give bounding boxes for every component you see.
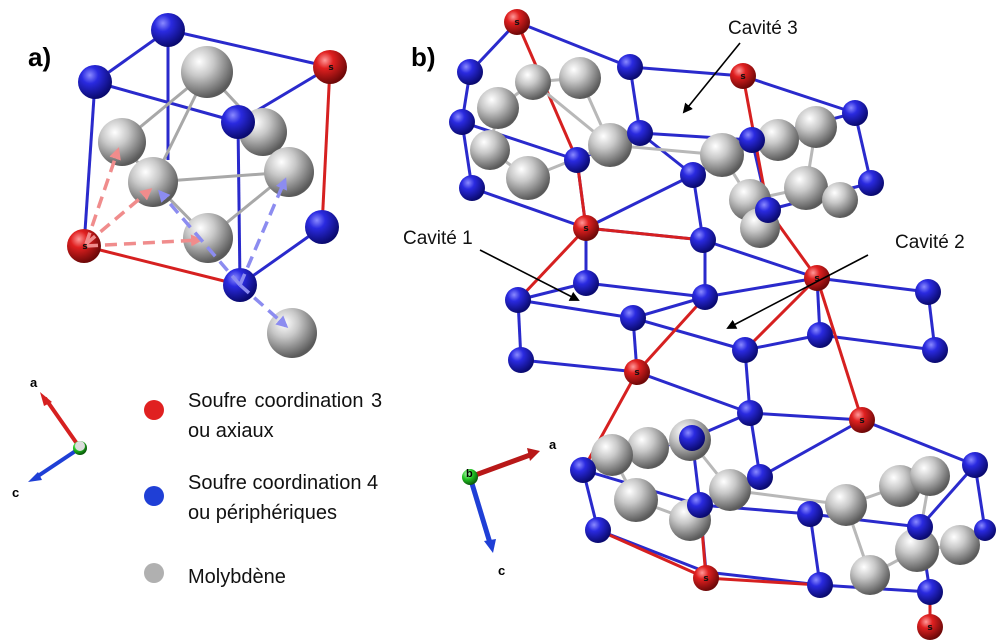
panel-b-structure: s s s s s s s s (449, 9, 996, 640)
panel-a-s-labels: s s (82, 63, 333, 252)
panel-a-bonds-red (83, 66, 332, 287)
cavity-2-label: Cavité 2 (895, 232, 965, 253)
panel-b-s-axial (504, 9, 943, 640)
svg-text:s: s (703, 574, 708, 584)
cavity-3-arrow (682, 42, 741, 114)
cavity-1-label: Cavité 1 (403, 228, 473, 249)
cavity-3-label: Cavité 3 (728, 18, 798, 39)
cavity-arrows (479, 42, 869, 329)
svg-text:s: s (328, 63, 333, 73)
svg-text:s: s (82, 242, 87, 252)
grey-dot-icon (144, 563, 164, 583)
panel-a-label: a) (28, 42, 52, 72)
svg-text:s: s (814, 274, 819, 284)
left-axis-c-label: c (12, 485, 20, 500)
svg-text:s: s (859, 416, 864, 426)
svg-text:s: s (583, 224, 588, 234)
svg-text:s: s (740, 72, 745, 82)
svg-text:s: s (927, 623, 932, 633)
red-dot-icon (144, 400, 164, 420)
cavity-2-arrow (726, 254, 869, 329)
axes-triad-left (28, 392, 87, 482)
panel-a-axial-arrows (84, 147, 203, 248)
right-axis-c-label: c (498, 563, 506, 578)
right-axis-a-label: a (549, 437, 557, 452)
cavity-1-arrow (479, 249, 580, 301)
panel-b-bonds-red (515, 21, 932, 627)
right-axis-b-label: b (466, 468, 473, 480)
panel-a-s-axial (67, 50, 347, 263)
panel-b-label: b) (411, 42, 436, 72)
svg-text:s: s (634, 368, 639, 378)
panel-a-structure: s s (67, 13, 347, 358)
left-axis-a-label: a (30, 375, 38, 390)
panel-b-s-peripheral (449, 54, 996, 605)
panel-b-s-labels: s s s s s s s s (514, 18, 932, 633)
axes-triad-right (462, 448, 540, 553)
panel-a-peripheral-arrows (158, 177, 289, 328)
panel-b-mo-atoms (470, 57, 980, 595)
blue-dot-icon (144, 486, 164, 506)
svg-text:s: s (514, 18, 519, 28)
